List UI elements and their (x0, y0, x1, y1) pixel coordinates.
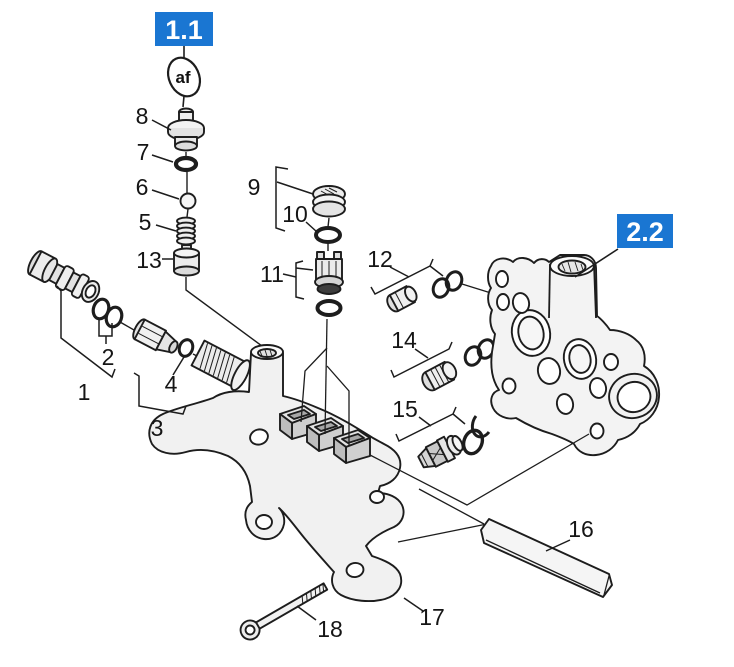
part-6-ball (179, 192, 197, 210)
callout-12: 12 (367, 246, 393, 272)
callout-leaders (56, 119, 571, 621)
callout-5: 5 (139, 209, 152, 235)
reference-box-2-2[interactable]: 2.2 (617, 214, 673, 248)
head-outlet-port (608, 372, 658, 420)
alignment-line (461, 283, 492, 294)
part-1-hose-adapter (27, 250, 101, 303)
part-2-o-rings (91, 297, 124, 329)
alignment-line-strip (397, 523, 488, 543)
alignment-line-head (369, 433, 590, 506)
part-3-fitting (132, 318, 179, 354)
part-9-cap (312, 185, 346, 218)
callout-15: 15 (392, 396, 418, 422)
callout-6: 6 (136, 174, 149, 200)
part-11-o-ring (315, 299, 343, 317)
af-marker-label: af (175, 68, 190, 87)
part-15-valve-kit (417, 434, 464, 469)
callout-8: 8 (136, 103, 149, 129)
part-14-plug (421, 360, 458, 392)
reference-label-1-1: 1.1 (165, 15, 203, 45)
alignment-line-strip (418, 488, 485, 525)
part-7-o-ring (173, 155, 199, 173)
head-threaded-bore (557, 259, 587, 275)
callout-1: 1 (78, 379, 91, 405)
callout-7: 7 (137, 139, 150, 165)
callout-10: 10 (282, 201, 308, 227)
alignment-line (119, 321, 135, 331)
head-mounting-holes (495, 270, 605, 440)
part-17-pump-manifold (148, 339, 405, 603)
callout-9: 9 (248, 174, 261, 200)
part-13-bushing (173, 244, 200, 277)
callout-3: 3 (151, 415, 164, 441)
callout-14: 14 (391, 327, 417, 353)
part-11-valve-cartridge (314, 251, 344, 295)
manifold-threaded-bore (257, 348, 277, 358)
af-marker: af (166, 56, 202, 98)
callout-18: 18 (317, 616, 343, 642)
callout-11: 11 (260, 261, 284, 287)
callout-2: 2 (102, 344, 115, 370)
reference-label-2-2: 2.2 (626, 217, 664, 247)
part-8-valve-plug (167, 107, 205, 152)
part-5-spring (176, 216, 196, 246)
part-12-plug (386, 285, 418, 313)
callout-16: 16 (568, 516, 594, 542)
part-4-o-ring (177, 338, 195, 358)
part-12-o-rings (431, 270, 464, 299)
callout-labels: 1 2 3 4 5 6 7 8 9 10 11 12 13 14 15 16 1… (78, 103, 594, 642)
callout-17: 17 (419, 604, 445, 630)
connector-line (182, 95, 185, 108)
head-bores (510, 292, 619, 415)
part-15-o-rings (461, 415, 491, 456)
alignment-line (185, 277, 267, 350)
manifold-threaded-inlet (190, 339, 251, 392)
reference-box-1-1[interactable]: 1.1 (155, 12, 213, 46)
alignment-lines-valve-seats (300, 318, 350, 446)
part-10-o-ring (314, 226, 342, 244)
connector-line (574, 248, 619, 278)
manifold-valve-seats (279, 405, 371, 464)
part-16-strip (480, 518, 613, 598)
callout-4: 4 (165, 371, 178, 397)
callout-13: 13 (136, 247, 162, 273)
cylinder-head (487, 254, 661, 457)
part-18-screw (239, 582, 329, 641)
